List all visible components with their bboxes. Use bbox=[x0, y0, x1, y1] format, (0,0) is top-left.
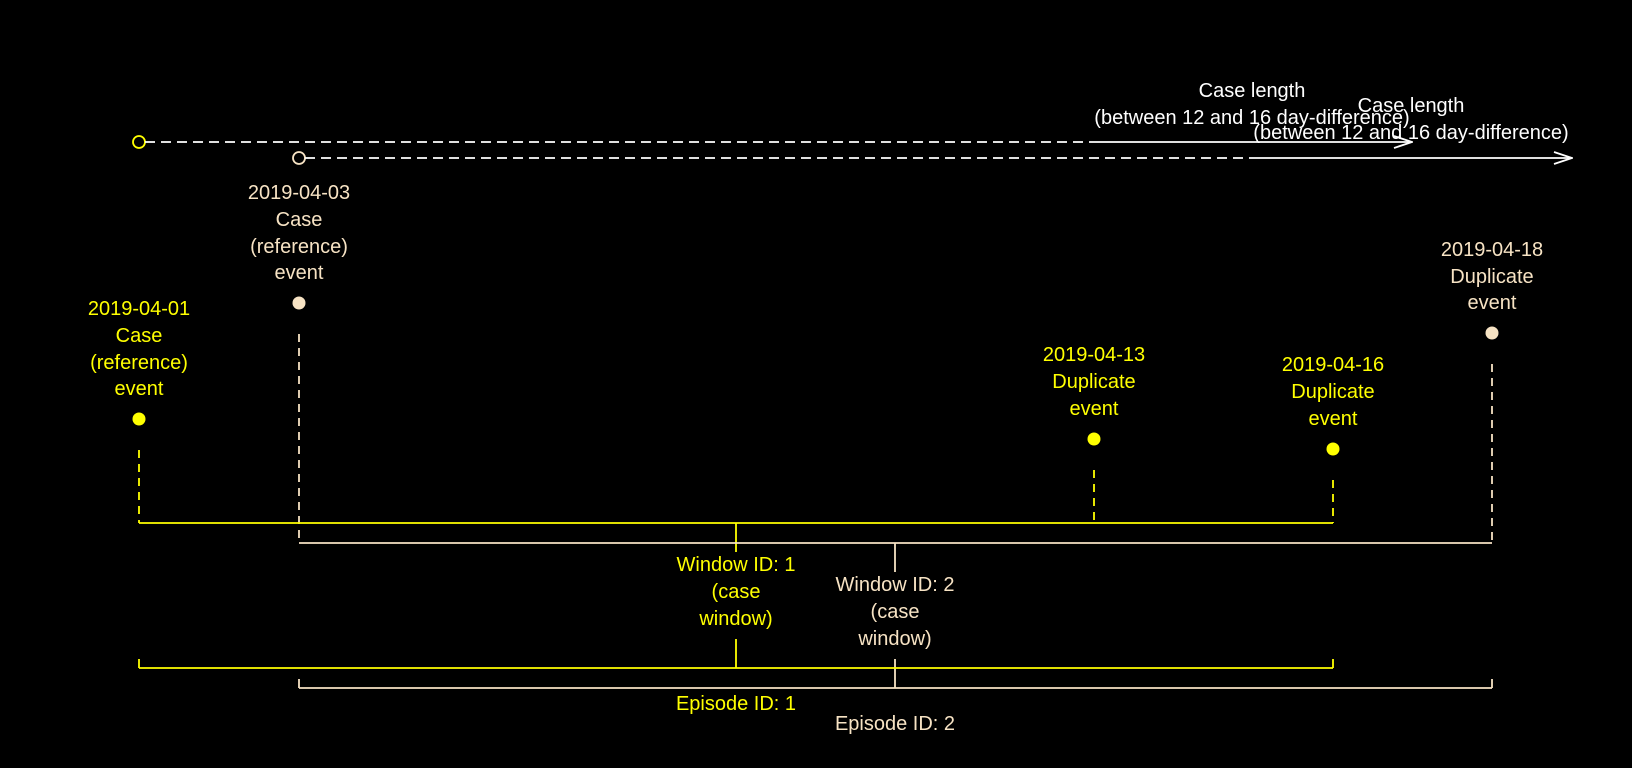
episode-bracket-2 bbox=[298, 679, 1493, 689]
event-2-line2: (reference) bbox=[250, 236, 348, 258]
arrow-2-label-line1: Case length bbox=[1358, 95, 1465, 117]
window-bracket-1 bbox=[139, 522, 1333, 668]
event-1-line2: (reference) bbox=[90, 352, 188, 374]
event-1-point bbox=[132, 412, 146, 426]
arrow-1-start-marker bbox=[132, 135, 146, 149]
event-5-line2: event bbox=[1468, 292, 1517, 314]
event-5-line1: Duplicate bbox=[1450, 266, 1533, 288]
window-bracket-2 bbox=[299, 542, 1492, 688]
event-4-point bbox=[1326, 442, 1340, 456]
event-5-date: 2019-04-18 bbox=[1441, 239, 1543, 261]
window-label-1: Window ID: 1 (case window) bbox=[677, 554, 796, 630]
episode-1-label: Episode ID: 1 bbox=[676, 693, 796, 715]
window-1-line1: Window ID: 1 bbox=[677, 554, 796, 576]
window-2-line2: (case bbox=[871, 601, 920, 623]
event-1-line3: event bbox=[115, 378, 164, 400]
window-2-line3: window) bbox=[857, 628, 931, 650]
episode-bracket-1 bbox=[138, 659, 1334, 669]
event-2019-04-03: 2019-04-03 Case (reference) event bbox=[248, 182, 350, 543]
case-length-arrow-1: Case length (between 12 and 16 day-diffe… bbox=[132, 80, 1412, 149]
event-4-line1: Duplicate bbox=[1291, 381, 1374, 403]
event-2019-04-16: 2019-04-16 Duplicate event bbox=[1282, 354, 1384, 523]
event-1-line1: Case bbox=[116, 325, 163, 347]
event-2-date: 2019-04-03 bbox=[248, 182, 350, 204]
event-2019-04-01: 2019-04-01 Case (reference) event bbox=[88, 298, 190, 523]
arrow-2-start-marker bbox=[292, 151, 306, 165]
event-3-line1: Duplicate bbox=[1052, 371, 1135, 393]
window-2-line1: Window ID: 2 bbox=[836, 574, 955, 596]
event-2-line1: Case bbox=[276, 209, 323, 231]
event-3-date: 2019-04-13 bbox=[1043, 344, 1145, 366]
arrow-2-label-line2: (between 12 and 16 day-difference) bbox=[1253, 122, 1568, 144]
event-3-point bbox=[1087, 432, 1101, 446]
event-3-line2: event bbox=[1070, 398, 1119, 420]
event-1-date: 2019-04-01 bbox=[88, 298, 190, 320]
event-2019-04-18: 2019-04-18 Duplicate event bbox=[1441, 239, 1543, 543]
event-5-point bbox=[1485, 326, 1499, 340]
event-4-line2: event bbox=[1309, 408, 1358, 430]
arrow-1-label-line1: Case length bbox=[1199, 80, 1306, 102]
episode-2-label: Episode ID: 2 bbox=[835, 713, 955, 735]
arrow-1-label-line2: (between 12 and 16 day-difference) bbox=[1094, 107, 1409, 129]
event-4-date: 2019-04-16 bbox=[1282, 354, 1384, 376]
window-1-line2: (case bbox=[712, 581, 761, 603]
case-length-arrow-2: Case length (between 12 and 16 day-diffe… bbox=[292, 95, 1572, 165]
event-2019-04-13: 2019-04-13 Duplicate event bbox=[1043, 344, 1145, 523]
event-2-line3: event bbox=[275, 262, 324, 284]
window-1-line3: window) bbox=[698, 608, 772, 630]
window-label-2: Window ID: 2 (case window) bbox=[836, 574, 955, 650]
event-2-point bbox=[292, 296, 306, 310]
